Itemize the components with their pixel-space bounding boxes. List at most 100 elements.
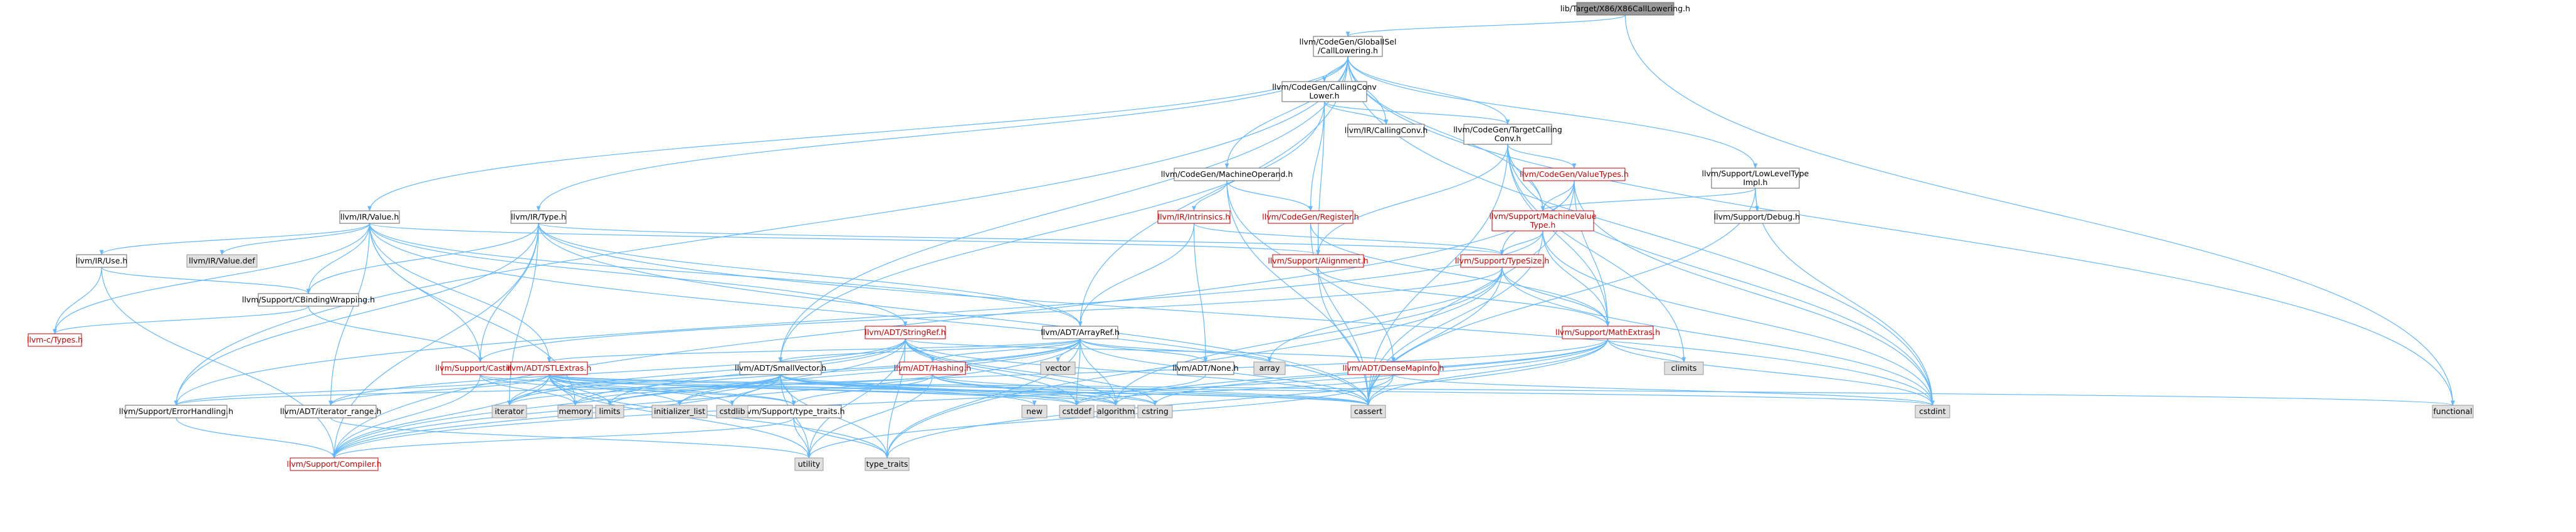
edge-arrref-to-compiler	[332, 338, 1081, 459]
node-box-type	[510, 210, 567, 224]
edge-casting-to-memory	[480, 374, 577, 406]
edge-value-to-stlx	[369, 223, 552, 363]
node-box-irccv	[1347, 124, 1425, 137]
node-densemap[interactable]: llvm/ADT/DenseMapInfo.h	[1343, 361, 1444, 375]
edge-reg-to-mathx	[1310, 223, 1610, 327]
edge-cbw-to-casting	[308, 306, 483, 363]
node-box-ctypes	[28, 333, 82, 347]
edge-ccl-to-align	[1316, 101, 1325, 255]
node-functional: functional	[2432, 405, 2474, 418]
edge-tsize-to-mathx	[1501, 267, 1610, 327]
node-label-initlist-0: initializer_list	[654, 407, 705, 416]
node-label-smallvec-0: llvm/ADT/SmallVector.h	[735, 363, 826, 373]
node-cbw[interactable]: llvm/Support/CBindingWrapping.h	[242, 293, 375, 307]
node-errh[interactable]: llvm/Support/ErrorHandling.h	[119, 405, 233, 418]
node-box-cstdint	[1915, 405, 1950, 418]
node-tsize[interactable]: llvm/Support/TypeSize.h	[1455, 254, 1550, 268]
node-none[interactable]: llvm/ADT/None.h	[1172, 361, 1239, 375]
node-value[interactable]: llvm/IR/Value.h	[339, 210, 400, 224]
node-root[interactable]: lib/Target/X86/X86CallLowering.h	[1560, 2, 1690, 16]
node-type[interactable]: llvm/IR/Type.h	[510, 210, 567, 224]
node-vt[interactable]: llvm/CodeGen/ValueTypes.h	[1520, 168, 1629, 181]
node-box-tcc	[1463, 124, 1552, 145]
node-hashing[interactable]: llvm/ADT/Hashing.h	[894, 361, 971, 375]
edge-arrref-to-type_traits	[885, 338, 1081, 459]
node-array: array	[1253, 361, 1286, 375]
node-arrref[interactable]: llvm/ADT/ArrayRef.h	[1041, 326, 1120, 339]
node-box-mo	[1174, 168, 1280, 181]
node-box-stlx	[510, 361, 588, 375]
node-box-llt	[1711, 168, 1800, 189]
edge-llt-to-cstdint	[1755, 188, 1935, 406]
edge-tsize-to-cassert	[1366, 267, 1503, 406]
node-box-root	[1576, 2, 1674, 16]
node-label-ccl-1: Lower.h	[1309, 91, 1339, 100]
edge-value-to-cbw	[306, 223, 371, 294]
node-box-align	[1272, 254, 1364, 268]
edge-mathx-to-cassert	[1366, 338, 1609, 406]
edge-tsize-to-cstdint	[1501, 267, 1935, 406]
node-cstdint: cstdint	[1915, 405, 1950, 418]
edge-type-to-cstdint	[538, 223, 1935, 406]
node-label-type_traits-0: type_traits	[866, 459, 908, 469]
node-label-errh-0: llvm/Support/ErrorHandling.h	[119, 407, 233, 416]
node-strref[interactable]: llvm/ADT/StringRef.h	[865, 326, 946, 339]
edge-strref-to-compiler	[332, 338, 906, 459]
node-stlx[interactable]: llvm/ADT/STLExtras.h	[507, 361, 592, 375]
node-box-use	[76, 254, 127, 268]
node-label-ccl-0: llvm/CodeGen/CallingConv	[1272, 82, 1377, 92]
edge-tsize-to-casting	[478, 267, 1503, 363]
node-label-limits-0: limits	[599, 407, 620, 416]
edge-root-to-globalisel	[1345, 14, 1626, 37]
node-iterrange[interactable]: llvm/ADT/iterator_range.h	[280, 405, 382, 418]
edge-arrref-to-array	[1080, 338, 1272, 363]
node-box-array	[1253, 361, 1286, 375]
node-typetraits[interactable]: llvm/Support/type_traits.h	[742, 405, 845, 418]
node-label-none-0: llvm/ADT/None.h	[1172, 363, 1238, 373]
node-use[interactable]: llvm/IR/Use.h	[76, 254, 128, 268]
edges-layer	[53, 14, 2455, 459]
node-casting[interactable]: llvm/Support/Casting.h	[435, 361, 525, 375]
edge-globalisel-to-cstdint	[1347, 56, 1935, 406]
node-reg[interactable]: llvm/CodeGen/Register.h	[1262, 210, 1359, 224]
node-box-strref	[865, 326, 946, 339]
node-label-new-0: new	[1026, 407, 1043, 416]
node-box-hashing	[899, 361, 966, 375]
edge-value-to-arrref	[369, 223, 1083, 327]
node-ctypes[interactable]: llvm-c/Types.h	[27, 333, 83, 347]
edge-mvt-to-errh	[174, 230, 1543, 406]
node-debug[interactable]: llvm/Support/Debug.h	[1714, 210, 1800, 224]
node-label-mo-0: llvm/CodeGen/MachineOperand.h	[1161, 169, 1293, 179]
edge-stlx-to-functional	[549, 374, 2454, 406]
edge-mathx-to-cstdint	[1607, 338, 1935, 406]
node-smallvec[interactable]: llvm/ADT/SmallVector.h	[735, 361, 826, 375]
edge-type-to-cbw	[306, 223, 539, 294]
node-irccv[interactable]: llvm/IR/CallingConv.h	[1345, 124, 1428, 137]
node-label-algorithm-0: algorithm	[1097, 407, 1135, 416]
node-align[interactable]: llvm/Support/Alignment.h	[1268, 254, 1369, 268]
edge-arrref-to-none	[1080, 338, 1208, 363]
edge-type-to-cassert	[538, 223, 1370, 406]
node-label-globalisel-1: /CallLowering.h	[1318, 46, 1378, 55]
node-mathx[interactable]: llvm/Support/MathExtras.h	[1555, 326, 1660, 339]
node-label-ctypes-0: llvm-c/Types.h	[27, 335, 83, 344]
node-globalisel[interactable]: llvm/CodeGen/GlobalISel/CallLowering.h	[1300, 36, 1397, 57]
node-intr[interactable]: llvm/IR/Intrinsics.h	[1157, 210, 1231, 224]
edge-smallvec-to-limits	[607, 374, 781, 406]
edge-typetraits-to-compiler	[332, 417, 794, 459]
node-label-cbw-0: llvm/Support/CBindingWrapping.h	[242, 295, 375, 304]
node-box-cstdlib	[716, 405, 749, 418]
edge-globalisel-to-smallvec	[778, 56, 1348, 363]
edge-strref-to-densemap	[905, 338, 1396, 363]
node-label-strref-0: llvm/ADT/StringRef.h	[865, 327, 945, 337]
edge-mvt-to-tsize	[1500, 230, 1543, 255]
edge-tcc-to-vt	[1507, 144, 1577, 169]
node-compiler[interactable]: llvm/Support/Compiler.h	[287, 457, 382, 471]
edge-value-to-cassert	[369, 223, 1370, 406]
edge-mo-to-intr	[1192, 180, 1228, 211]
node-mo[interactable]: llvm/CodeGen/MachineOperand.h	[1161, 168, 1293, 181]
